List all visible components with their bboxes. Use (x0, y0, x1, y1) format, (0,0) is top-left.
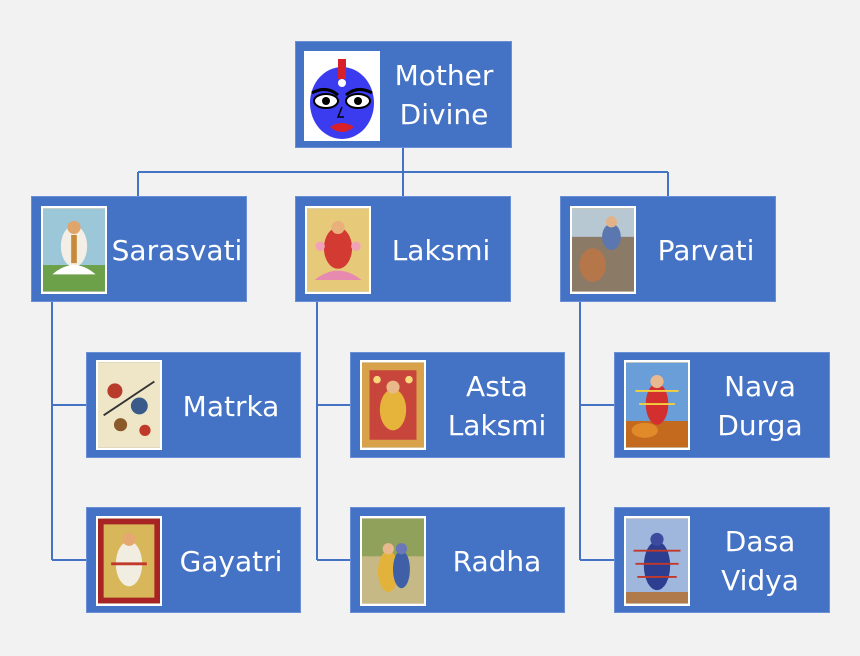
node-radha: Radha (350, 507, 565, 613)
node-radha-label: Radha (431, 516, 563, 606)
root-label-line-1: Mother (394, 59, 494, 92)
laksmi-connector (316, 302, 350, 561)
root-label: Mother Divine (384, 50, 504, 140)
nava-durga-label-line-1: Nava (724, 370, 796, 403)
dasa-vidya-label-line-2: Vidya (721, 564, 799, 597)
nava-durga-image (624, 360, 690, 450)
node-gayatri-label: Gayatri (165, 516, 297, 606)
radha-label-text: Radha (452, 544, 542, 578)
laksmi-image (305, 206, 371, 294)
node-asta-laksmi: Asta Laksmi (350, 352, 565, 458)
matrka-label-text: Matrka (182, 389, 280, 423)
nava-durga-label-line-2: Durga (717, 409, 803, 442)
root-label-line-2: Divine (399, 98, 489, 131)
laksmi-label-text: Laksmi (391, 233, 491, 267)
sarasvati-label-text: Sarasvati (111, 233, 243, 267)
node-asta-laksmi-label: Asta Laksmi (431, 361, 563, 451)
gayatri-label-text: Gayatri (179, 544, 283, 578)
parvati-label-text: Parvati (657, 233, 755, 267)
node-nava-durga: Nava Durga (614, 352, 830, 458)
parvati-connector (579, 302, 614, 561)
asta-laksmi-label-line-1: Asta (466, 370, 528, 403)
node-nava-durga-label: Nava Durga (693, 361, 827, 451)
node-gayatri: Gayatri (86, 507, 301, 613)
gayatri-image (96, 516, 162, 606)
dasa-vidya-label-line-1: Dasa (724, 525, 796, 558)
parvati-image (570, 206, 636, 294)
node-parvati-label: Parvati (639, 205, 773, 295)
radha-image (360, 516, 426, 606)
node-sarasvati: Sarasvati (31, 196, 247, 302)
root-node: Mother Divine (295, 41, 512, 148)
asta-laksmi-label-line-2: Laksmi (447, 409, 547, 442)
node-dasa-vidya-label: Dasa Vidya (693, 516, 827, 606)
goddess-face-icon (304, 51, 380, 141)
node-matrka: Matrka (86, 352, 301, 458)
node-dasa-vidya: Dasa Vidya (614, 507, 830, 613)
node-laksmi-label: Laksmi (374, 205, 508, 295)
node-laksmi: Laksmi (295, 196, 511, 302)
asta-laksmi-image (360, 360, 426, 450)
node-parvati: Parvati (560, 196, 776, 302)
dasa-vidya-image (624, 516, 690, 606)
root-connector (137, 148, 669, 196)
node-sarasvati-label: Sarasvati (110, 205, 244, 295)
node-matrka-label: Matrka (165, 361, 297, 451)
sarasvati-connector (51, 302, 86, 561)
matrka-image (96, 360, 162, 450)
sarasvati-image (41, 206, 107, 294)
